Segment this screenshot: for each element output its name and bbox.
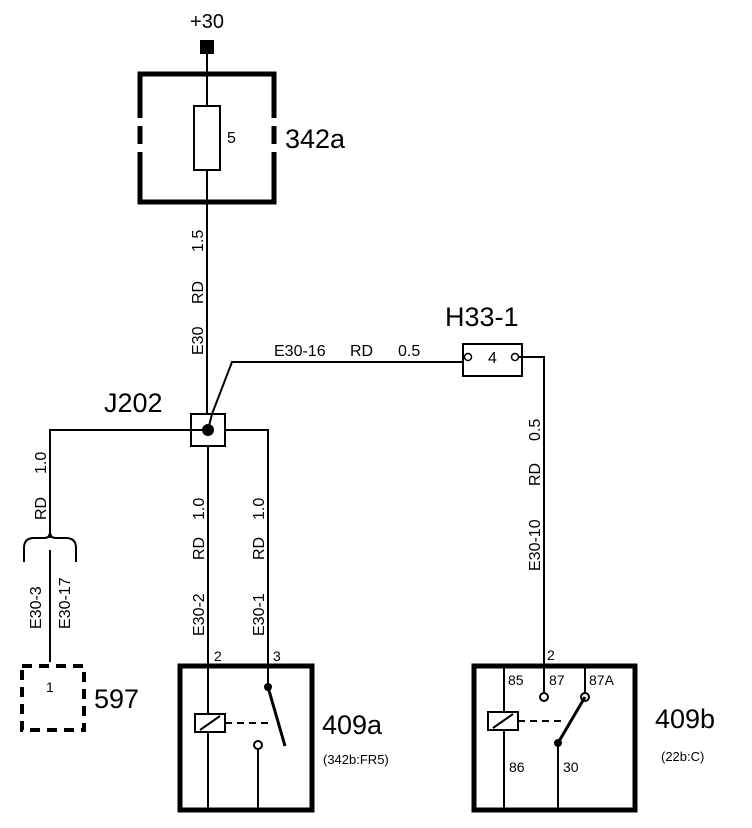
relay-409a-pin-3: 3 bbox=[273, 648, 281, 664]
wire-e30-10-color: RD bbox=[527, 463, 544, 486]
wire-e30-10-size: 0.5 bbox=[527, 419, 544, 441]
wire-e30-16 bbox=[207, 361, 462, 431]
fuse-number: 5 bbox=[227, 130, 236, 147]
wire-e30-10 bbox=[518, 356, 545, 666]
wire-e30-3-code: E30-3 bbox=[28, 586, 45, 629]
fuse-box-342a bbox=[137, 71, 277, 205]
relay-409a-switch-arm bbox=[266, 686, 287, 747]
power-terminal bbox=[200, 40, 214, 54]
connector-h33-pin-in bbox=[463, 352, 473, 362]
wire-left-branch bbox=[49, 429, 208, 538]
wire-e30-size: 1.5 bbox=[190, 230, 207, 252]
wire-left-split-brace bbox=[23, 531, 77, 549]
fuse-symbol bbox=[193, 105, 221, 171]
wire-e30-1-size: 1.0 bbox=[251, 498, 268, 520]
wire-e30-color: RD bbox=[190, 281, 207, 304]
wire-e30-16-code: E30-16 bbox=[274, 343, 326, 360]
junction-label: J202 bbox=[104, 388, 163, 418]
relay-409b bbox=[471, 663, 638, 813]
relay-409b-ref: (22b:C) bbox=[661, 749, 704, 764]
wire-e30-1-color: RD bbox=[251, 537, 268, 560]
wire-e30-2-color: RD bbox=[191, 537, 208, 560]
relay-409b-pin-87: 87 bbox=[549, 672, 565, 688]
relay-409a-ref: (342b:FR5) bbox=[323, 752, 389, 767]
relay-409b-label: 409b bbox=[655, 704, 715, 734]
relay-409b-switch-arm bbox=[556, 696, 587, 744]
wire-e30-16-color: RD bbox=[350, 343, 373, 360]
relay-409b-pin-30: 30 bbox=[563, 759, 579, 775]
wire-e30-17-code: E30-17 bbox=[57, 577, 74, 629]
relay-409b-pin-86: 86 bbox=[509, 759, 525, 775]
relay-409b-pin-85: 85 bbox=[508, 672, 524, 688]
wire-e30-code: E30 bbox=[190, 326, 207, 355]
wire-e30-2-code: E30-2 bbox=[191, 593, 208, 636]
fuse-box-label: 342a bbox=[285, 124, 346, 154]
connector-h33-pin: 4 bbox=[488, 350, 497, 367]
wire-e30-10-code: E30-10 bbox=[527, 519, 544, 571]
wire-e30-2-size: 1.0 bbox=[191, 498, 208, 520]
power-label: +30 bbox=[190, 11, 224, 33]
connector-h33-pin-out bbox=[510, 352, 520, 362]
wire-e30-1-code: E30-1 bbox=[251, 593, 268, 636]
relay-409b-pin-2: 2 bbox=[547, 647, 555, 663]
relay-409a bbox=[177, 663, 315, 813]
wire-e30-16-size: 0.5 bbox=[398, 343, 420, 360]
wire-left-color: RD bbox=[33, 497, 50, 520]
component-597-box bbox=[20, 664, 86, 732]
wire-left-size: 1.0 bbox=[33, 452, 50, 474]
relay-409b-pin-87a: 87A bbox=[589, 672, 615, 688]
component-597-label: 597 bbox=[94, 684, 139, 714]
wire-e30-1 bbox=[225, 429, 269, 666]
relay-409a-label: 409a bbox=[322, 710, 383, 740]
component-597-pin: 1 bbox=[46, 679, 54, 695]
relay-409a-pin-2: 2 bbox=[214, 648, 222, 664]
connector-h33-label: H33-1 bbox=[445, 302, 519, 332]
